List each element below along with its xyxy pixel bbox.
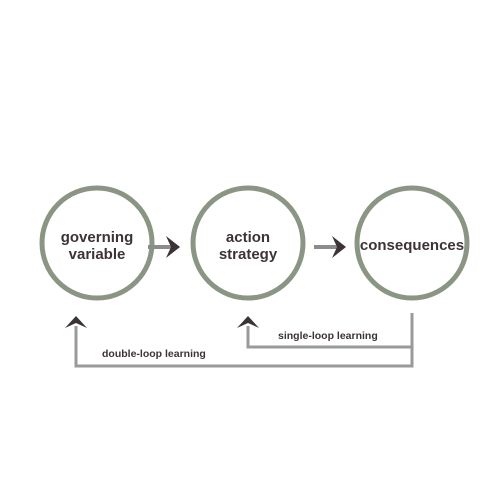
arrow-governing-to-action bbox=[148, 236, 180, 258]
double-loop-arrowhead bbox=[65, 316, 87, 328]
consequences-circle bbox=[354, 185, 470, 301]
double-loop-learning-label: double-loop learning bbox=[102, 348, 206, 360]
double-loop-path bbox=[65, 316, 414, 368]
governing-variable-label-line1: governing bbox=[61, 229, 134, 246]
single-loop-learning-label: single-loop learning bbox=[278, 330, 378, 342]
action-strategy-label-line1: action bbox=[226, 229, 270, 246]
governing-variable-label-line2: variable bbox=[69, 246, 126, 263]
single-loop-path bbox=[237, 313, 414, 349]
consequences-label: consequences bbox=[360, 237, 464, 254]
action-strategy-circle bbox=[190, 185, 306, 301]
single-loop-arrowhead bbox=[237, 316, 259, 328]
arrow-action-to-consequences bbox=[314, 236, 346, 258]
action-strategy-label-line2: strategy bbox=[219, 246, 278, 263]
governing-variable-circle bbox=[39, 185, 155, 301]
